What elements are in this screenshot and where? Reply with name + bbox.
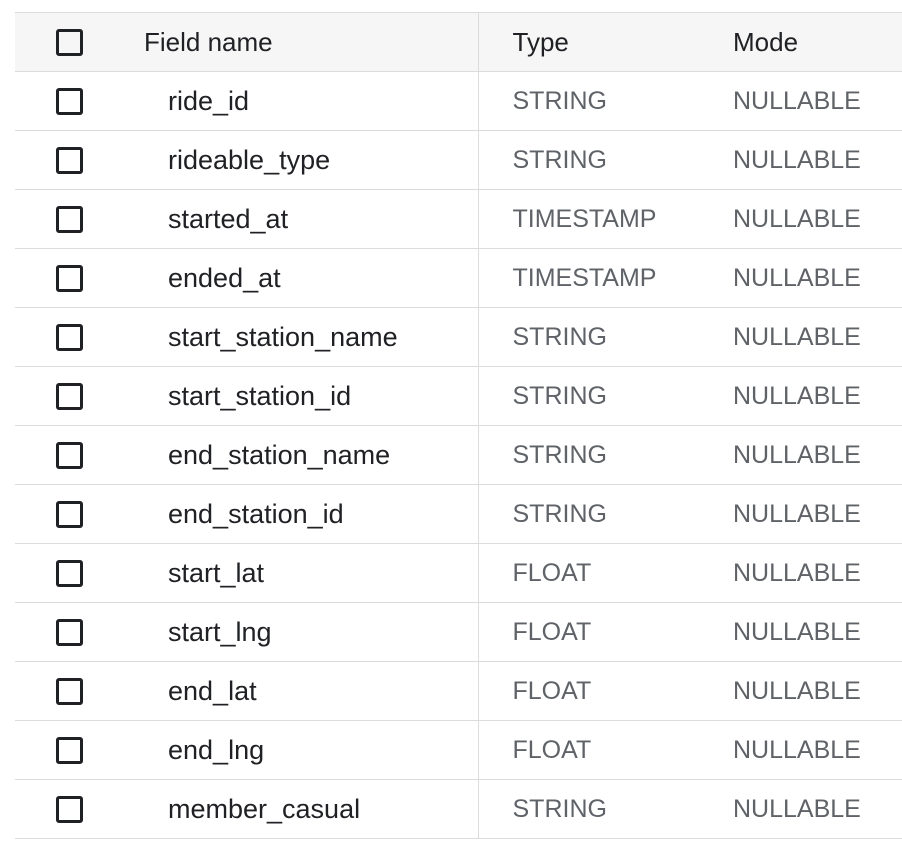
field-mode-cell: NULLABLE [699, 484, 902, 544]
row-checkbox-cell [15, 307, 127, 367]
select-all-cell [15, 12, 127, 72]
row-checkbox[interactable] [56, 382, 83, 410]
field-name-cell: ended_at [127, 248, 479, 308]
row-checkbox-cell [15, 71, 127, 131]
field-type-cell: TIMESTAMP [478, 248, 699, 308]
field-type-cell: STRING [478, 130, 699, 190]
field-mode-cell: NULLABLE [699, 720, 902, 780]
field-mode-cell: NULLABLE [699, 189, 902, 249]
field-type-cell: STRING [478, 425, 699, 485]
select-all-checkbox[interactable] [56, 28, 83, 56]
row-checkbox[interactable] [56, 264, 83, 292]
field-name-cell: end_station_id [127, 484, 479, 544]
row-checkbox[interactable] [56, 618, 83, 646]
field-mode-cell: NULLABLE [699, 366, 902, 426]
row-checkbox-cell [15, 779, 127, 839]
field-name-cell: start_lng [127, 602, 479, 662]
field-type-cell: FLOAT [478, 661, 699, 721]
row-checkbox[interactable] [56, 559, 83, 587]
field-name-cell: end_lng [127, 720, 479, 780]
field-name-cell: started_at [127, 189, 479, 249]
field-name-cell: start_lat [127, 543, 479, 603]
field-type-cell: STRING [478, 484, 699, 544]
header-type-label: Type [512, 26, 569, 57]
row-checkbox-cell [15, 366, 127, 426]
row-checkbox-cell [15, 484, 127, 544]
row-checkbox[interactable] [56, 441, 83, 469]
field-mode-cell: NULLABLE [699, 602, 902, 662]
schema-table-header: Field name Type Mode [15, 12, 902, 72]
row-checkbox[interactable] [56, 500, 83, 528]
row-checkbox[interactable] [56, 205, 83, 233]
field-type-cell: STRING [478, 779, 699, 839]
field-name-cell: member_casual [127, 779, 479, 839]
row-checkbox-cell [15, 543, 127, 603]
header-field-name-label: Field name [144, 26, 273, 57]
field-type-cell: FLOAT [478, 543, 699, 603]
field-mode-cell: NULLABLE [699, 661, 902, 721]
field-type-cell: TIMESTAMP [478, 189, 699, 249]
field-type-cell: STRING [478, 71, 699, 131]
header-row: Field name Type Mode [15, 12, 902, 72]
field-name-cell: end_lat [127, 661, 479, 721]
field-name-cell: start_station_id [127, 366, 479, 426]
row-checkbox-cell [15, 425, 127, 485]
row-checkbox[interactable] [56, 677, 83, 705]
row-checkbox-cell [15, 720, 127, 780]
field-mode-cell: NULLABLE [699, 779, 902, 839]
row-checkbox-cell [15, 130, 127, 190]
row-checkbox-cell [15, 661, 127, 721]
row-checkbox-cell [15, 248, 127, 308]
field-name-cell: end_station_name [127, 425, 479, 485]
field-type-cell: STRING [478, 307, 699, 367]
field-type-cell: STRING [478, 366, 699, 426]
header-mode-label: Mode [733, 26, 799, 57]
field-name-cell: ride_id [127, 71, 479, 131]
header-mode[interactable]: Mode [699, 12, 902, 72]
header-type[interactable]: Type [478, 12, 699, 72]
row-checkbox[interactable] [56, 87, 83, 115]
field-name-cell: rideable_type [127, 130, 479, 190]
field-name-cell: start_station_name [127, 307, 479, 367]
field-type-cell: FLOAT [478, 720, 699, 780]
field-mode-cell: NULLABLE [699, 71, 902, 131]
field-type-cell: FLOAT [478, 602, 699, 662]
row-checkbox[interactable] [56, 736, 83, 764]
field-mode-cell: NULLABLE [699, 543, 902, 603]
field-mode-cell: NULLABLE [699, 307, 902, 367]
field-mode-cell: NULLABLE [699, 130, 902, 190]
header-field-name[interactable]: Field name [127, 12, 479, 72]
field-mode-cell: NULLABLE [699, 425, 902, 485]
row-checkbox[interactable] [56, 323, 83, 351]
field-mode-cell: NULLABLE [699, 248, 902, 308]
row-checkbox-cell [15, 602, 127, 662]
row-checkbox[interactable] [56, 795, 83, 823]
row-checkbox-cell [15, 189, 127, 249]
row-checkbox[interactable] [56, 146, 83, 174]
